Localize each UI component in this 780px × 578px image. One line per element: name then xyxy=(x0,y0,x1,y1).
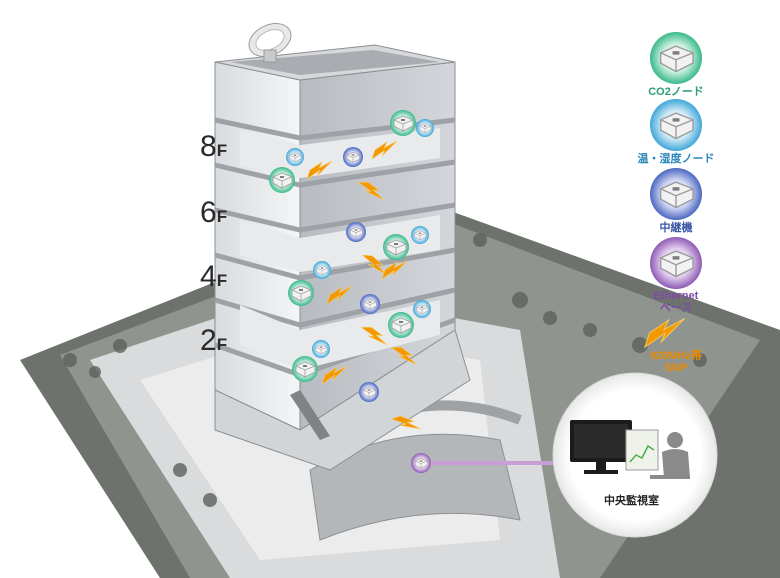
temp-humidity-node-icon xyxy=(286,148,304,166)
monitoring-room-label: 中央監視室 xyxy=(604,495,659,507)
temp-humidity-node-icon xyxy=(411,226,429,244)
legend-radio-label: 920MHz帯 SNP xyxy=(631,350,721,374)
legend-radio-line1: 920MHz帯 xyxy=(650,350,702,362)
floor-2-interior xyxy=(240,300,440,370)
legend-ethernet-line2: ベース xyxy=(659,302,693,314)
legend-ethernet-icon xyxy=(650,237,702,289)
co2-node-icon xyxy=(292,356,318,382)
floor-label-8: 8F xyxy=(200,130,227,163)
operator-icon xyxy=(650,432,690,479)
co2-node-icon xyxy=(288,280,314,306)
secondary-monitor-icon xyxy=(625,429,659,471)
temp-humidity-node-icon xyxy=(313,261,331,279)
legend-relay-label: 中継機 xyxy=(659,222,693,234)
tower-lobby xyxy=(214,329,471,471)
legend-ethernet-line1: Ethernet xyxy=(653,290,699,302)
satellite-dish-icon xyxy=(248,23,292,63)
floor-8-interior xyxy=(240,128,440,178)
floor-label-2: 2F xyxy=(200,324,227,357)
escalator xyxy=(290,390,330,440)
legend-temp-humidity-label: 温・湿度ノード xyxy=(637,153,715,165)
temp-humidity-node-icon xyxy=(413,300,431,318)
legend-temp-humidity-icon xyxy=(650,99,702,151)
legend-co2-icon xyxy=(650,32,702,84)
temp-humidity-node-icon xyxy=(312,340,330,358)
relay-icon xyxy=(360,294,380,314)
co2-node-icon xyxy=(388,312,414,338)
roof-deck xyxy=(230,50,440,75)
legend-relay-icon xyxy=(650,168,702,220)
floor-label-6: 6F xyxy=(200,196,227,229)
legend-co2-label: CO2ノード xyxy=(648,86,704,98)
relay-icon xyxy=(359,382,379,402)
network-nodes xyxy=(269,110,434,473)
relay-icon xyxy=(343,147,363,167)
floor-label-4: 4F xyxy=(200,260,227,293)
legend-radio-line2: SNP xyxy=(664,362,688,374)
legend-ethernet-label: Ethernet ベース xyxy=(631,290,721,314)
relay-icon xyxy=(346,222,366,242)
co2-node-icon xyxy=(383,234,409,260)
co2-node-icon xyxy=(390,110,416,136)
co2-node-icon xyxy=(269,167,295,193)
entrance-canopy xyxy=(309,433,521,541)
monitor-icon xyxy=(570,420,632,474)
temp-humidity-node-icon xyxy=(416,119,434,137)
ethernet-base-icon xyxy=(411,453,431,473)
